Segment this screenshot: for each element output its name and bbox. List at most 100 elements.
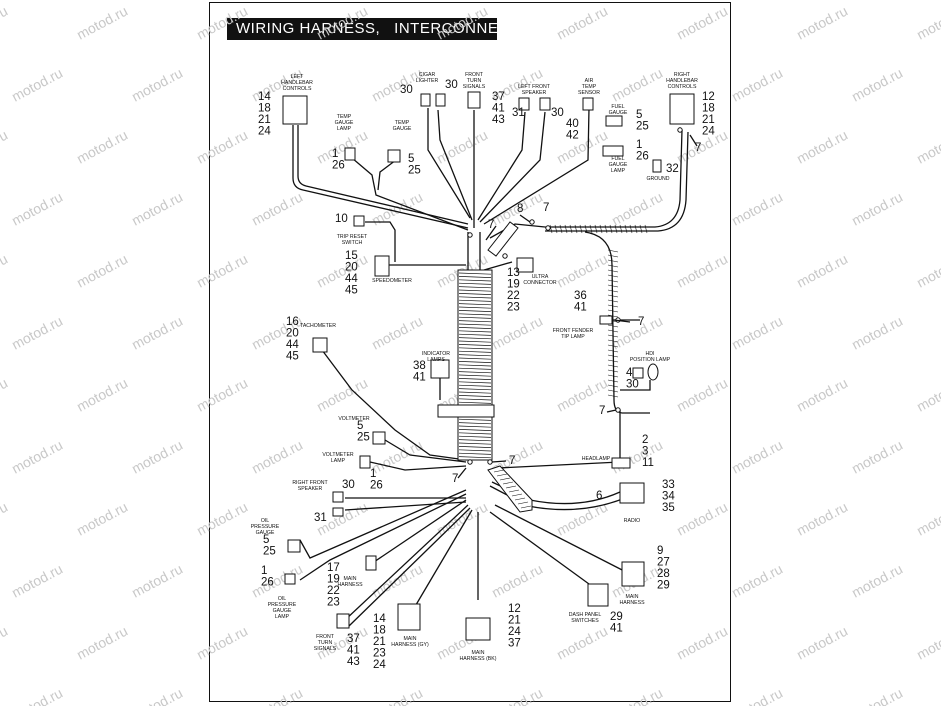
trunk-hatch <box>458 337 492 340</box>
callout-caption: SENSOR <box>578 90 600 96</box>
callout-number: 22 <box>327 585 340 597</box>
watermark-text: motod.ru <box>0 623 10 663</box>
fender-hatch <box>607 394 619 398</box>
watermark-text: motod.ru <box>0 127 10 167</box>
callout-number: 24 <box>258 126 271 138</box>
watermark-text: motod.ru <box>9 561 65 601</box>
callout-number: 5 <box>263 534 269 546</box>
callout-caption: GAUGE <box>273 608 292 614</box>
trunk-hatch <box>458 320 492 323</box>
watermark-text: motod.ru <box>609 189 665 229</box>
clip-headlamp: 7 <box>599 405 605 417</box>
callout-caption: GAUGE <box>335 120 354 126</box>
clip-marker <box>529 219 535 225</box>
trunk-hatch <box>458 286 492 289</box>
callout-number: 37 <box>492 91 505 103</box>
callout-caption: LAMP <box>331 458 346 464</box>
trunk-hatch <box>458 333 492 336</box>
fender-hatch <box>607 259 619 263</box>
callout-number: 5 <box>408 153 414 165</box>
trunk-hatch <box>458 296 492 299</box>
sleeve-hatch <box>496 473 508 477</box>
sleeve-hatch <box>499 477 511 481</box>
clip-fender: 7 <box>638 316 644 328</box>
clip-marker <box>467 232 473 238</box>
speaker-plug-a <box>332 491 344 503</box>
fender-hatch <box>607 289 619 293</box>
hdi-lamp-socket <box>632 367 644 379</box>
callout-caption: OIL <box>278 596 286 602</box>
sleeve-hatch <box>502 481 514 485</box>
callout-caption: MAIN <box>472 650 485 656</box>
wire <box>477 111 526 221</box>
callout-number: 41 <box>413 372 426 384</box>
trunk-hatch <box>458 340 492 343</box>
callout-caption: HANDLEBAR <box>281 80 313 86</box>
leader-line <box>606 409 617 413</box>
callout-number: 1 <box>636 139 642 151</box>
trunk-hatch <box>458 330 492 333</box>
callout-caption: CONNECTOR <box>523 280 557 286</box>
turn-signal-top-plug <box>467 91 481 109</box>
clip-marker <box>502 253 508 259</box>
watermark-text: motod.ru <box>369 685 425 706</box>
trunk-hatch <box>458 418 492 421</box>
watermark-text: motod.ru <box>369 561 425 601</box>
callout-caption: HARNESS <box>619 600 645 606</box>
callout-right-front-speaker-b: 31 <box>314 512 327 524</box>
callout-caption: TURN <box>467 78 482 84</box>
callout-caption: GAUGE <box>393 126 412 132</box>
wire <box>489 223 546 239</box>
fender-hatch <box>607 389 619 393</box>
callout-cigar-lighter-b: 30 <box>445 79 458 91</box>
callout-caption: HDI <box>646 351 655 357</box>
fender-hatch <box>607 304 619 308</box>
hdi-lamp-bulb <box>647 363 659 381</box>
headlamp-connector <box>611 457 631 469</box>
fender-hatch <box>607 299 619 303</box>
callout-caption: LEFT <box>291 74 305 80</box>
callout-number: 23 <box>373 648 386 660</box>
right-run-hatch <box>559 224 563 234</box>
watermark-text: motod.ru <box>794 127 850 167</box>
right-run-hatch <box>574 224 578 234</box>
dash-panel-connector <box>587 583 609 607</box>
callout-number: 18 <box>702 103 715 115</box>
callout-caption: RIGHT <box>674 72 691 78</box>
callout-number: 25 <box>408 165 421 177</box>
wire <box>299 489 467 559</box>
watermark-text: motod.ru <box>554 251 610 291</box>
fender-hatch <box>607 359 619 363</box>
fender-run-sleeve <box>549 224 648 398</box>
right-run-hatch <box>634 224 638 234</box>
watermark-text: motod.ru <box>0 499 10 539</box>
callout-caption: RADIO <box>624 518 640 524</box>
callout-number: 15 <box>345 250 358 262</box>
air-temp-plug <box>582 97 594 111</box>
watermark-text: motod.ru <box>194 499 250 539</box>
callout-number: 44 <box>345 273 358 285</box>
wire <box>377 159 397 191</box>
fender-hatch <box>607 334 619 338</box>
callout-number: 30 <box>551 107 564 119</box>
watermark-text: motod.ru <box>914 623 941 663</box>
callout-number: 19 <box>327 574 340 586</box>
wire <box>483 107 590 225</box>
callout-caption: HARNESS (BK) <box>460 656 497 662</box>
fender-hatch <box>607 329 619 333</box>
trunk-hatch <box>458 429 492 431</box>
fender-hatch <box>607 309 619 313</box>
trunk-hatch <box>458 388 492 391</box>
